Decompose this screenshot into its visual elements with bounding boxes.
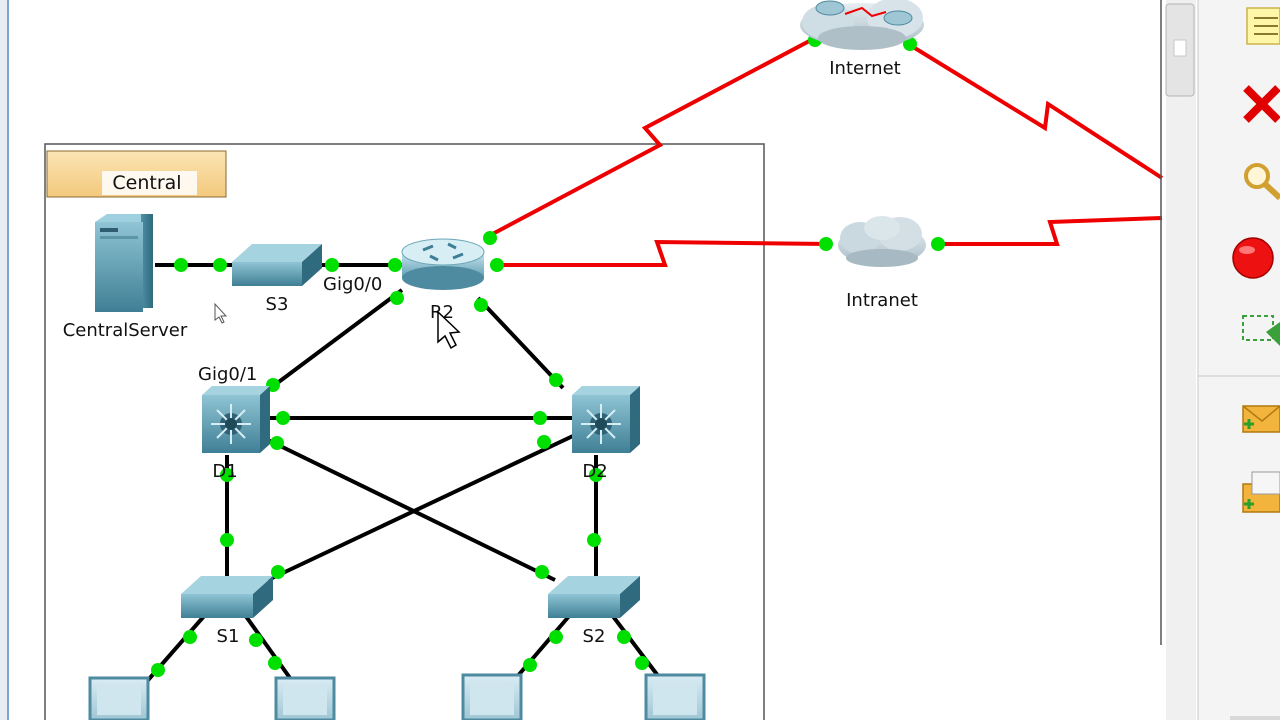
pc-4[interactable] [644, 673, 706, 722]
switch-s1[interactable]: S1 [181, 576, 273, 647]
link-d2-s1[interactable] [267, 433, 576, 582]
switch-s1-label: S1 [217, 626, 240, 647]
link-s2-pc3[interactable] [508, 613, 572, 687]
link-r2-internet[interactable] [484, 36, 816, 240]
vertical-scrollbar[interactable] [1165, 0, 1196, 720]
pc-2[interactable] [274, 676, 336, 722]
switch-s3-label: S3 [266, 294, 289, 315]
switch-s2[interactable]: S2 [548, 576, 640, 647]
link-r2-d1[interactable] [266, 288, 404, 392]
cloud-internet-label: Internet [829, 58, 900, 79]
add-simple-pdu-icon[interactable] [1242, 405, 1280, 433]
link-s2-pc4[interactable] [610, 613, 667, 687]
central-area-header[interactable]: Central [46, 150, 227, 198]
pc-1[interactable] [88, 676, 150, 722]
link-r2-intranet[interactable] [495, 239, 831, 267]
multilayer-switch-d1[interactable]: D1 [202, 386, 270, 482]
inspect-icon[interactable] [1244, 163, 1280, 201]
mouse-cursor [437, 310, 461, 350]
serial-links [484, 36, 1164, 267]
port-label-r2-gig0-0: Gig0/0 [323, 274, 382, 295]
note-icon[interactable] [1246, 7, 1280, 45]
link-r2-d2[interactable] [476, 296, 565, 390]
pc-3[interactable] [461, 673, 523, 722]
multilayer-switch-d1-label: D1 [212, 461, 237, 482]
link-intranet-east[interactable] [935, 216, 1163, 246]
router-r2-label: R2 [430, 302, 454, 323]
cloud-intranet[interactable]: Intranet [838, 216, 926, 311]
central-server-label: CentralServer [63, 320, 188, 341]
central-area[interactable]: Central [44, 143, 765, 724]
switch-s2-label: S2 [583, 626, 606, 647]
ethernet-links [133, 263, 667, 697]
multilayer-switch-d2-label: D2 [582, 461, 607, 482]
cloud-internet[interactable]: Internet [800, 0, 924, 79]
switch-s3[interactable]: S3 [232, 244, 322, 315]
cloud-intranet-label: Intranet [846, 290, 918, 311]
link-d1-s2[interactable] [267, 438, 556, 582]
add-complex-pdu-icon[interactable] [1242, 471, 1280, 513]
draw-shape-icon[interactable] [1232, 237, 1274, 279]
central-area-label: Central [112, 172, 181, 194]
common-tools-bar [1197, 0, 1280, 720]
link-internet-east[interactable] [903, 40, 1164, 180]
link-status-lights [151, 33, 945, 677]
link-s1-pc2[interactable] [243, 613, 297, 687]
mouse-cursor-ghost [214, 302, 228, 324]
central-server[interactable]: CentralServer [63, 214, 188, 341]
multilayer-switch-d2[interactable]: D2 [572, 386, 640, 482]
router-r2[interactable]: R2 [401, 238, 485, 323]
resize-icon[interactable] [1242, 315, 1280, 346]
delete-icon[interactable] [1243, 85, 1280, 123]
port-label-d1-gig0-1: Gig0/1 [198, 364, 257, 385]
